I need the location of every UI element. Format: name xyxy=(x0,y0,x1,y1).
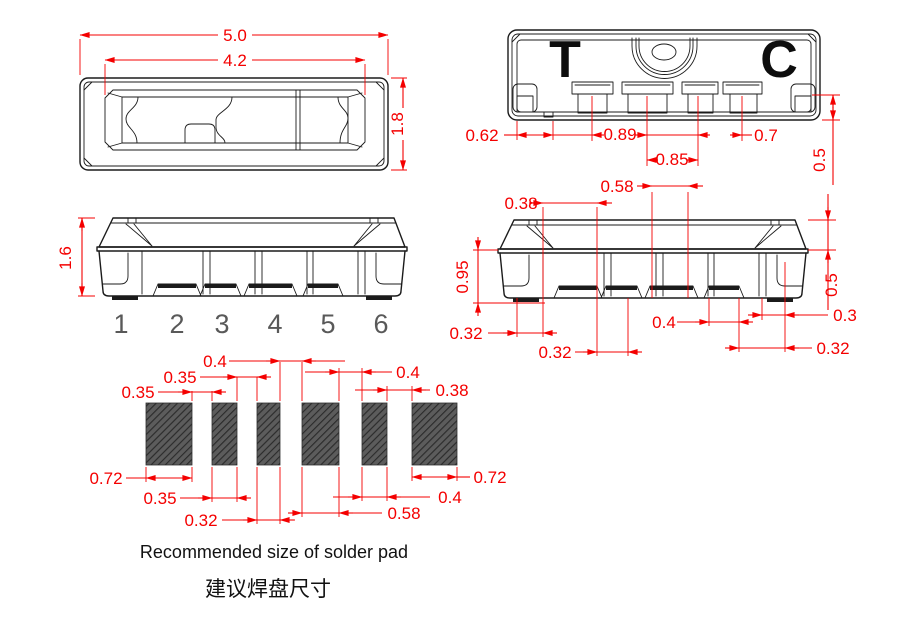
dim-gap-56: 0.38 xyxy=(355,381,469,400)
bottom-view-pads xyxy=(571,81,763,114)
dim-label-1-6: 1.6 xyxy=(56,246,75,270)
dim-front-height: 1.6 xyxy=(56,217,95,297)
caption-english: Recommended size of solder pad xyxy=(140,542,408,562)
dim-side-058: 0.58 xyxy=(600,177,703,196)
dim-label-0-85: 0.85 xyxy=(655,150,688,169)
dim-bottom-pitch-07: 0.7 xyxy=(697,126,778,145)
dim-label-0-38: 0.38 xyxy=(504,194,537,213)
dim-label-0-89: 0.89 xyxy=(603,125,636,144)
dim-label-0-32-left: 0.32 xyxy=(449,324,482,343)
dim-pad4-width: 0.58 xyxy=(288,504,421,523)
dim-pad2-width: 0.35 xyxy=(143,489,251,508)
dim-label-0-95: 0.95 xyxy=(453,260,472,293)
dim-label-p3: 0.32 xyxy=(184,511,217,530)
bottom-view-outline xyxy=(507,29,821,121)
pin-number-4: 4 xyxy=(267,309,282,339)
dim-side-032-right: 0.32 xyxy=(725,339,850,358)
dim-gap-45: 0.4 xyxy=(305,363,420,382)
dim-side-04: 0.4 xyxy=(652,313,753,332)
pin-number-1: 1 xyxy=(113,309,128,339)
bottom-marking-view: T C 0.62 0.89 0.85 0.7 xyxy=(465,29,840,185)
dim-label-0-62: 0.62 xyxy=(465,126,498,145)
dim-label-gap23: 0.35 xyxy=(163,368,196,387)
dim-label-4-2: 4.2 xyxy=(223,51,247,70)
dim-label-0-32-right: 0.32 xyxy=(816,339,849,358)
dim-side-032-left: 0.32 xyxy=(449,324,557,343)
dim-top-inner-width: 4.2 xyxy=(104,51,366,95)
dim-label-0-58: 0.58 xyxy=(600,177,633,196)
dim-gap-23: 0.35 xyxy=(163,368,271,387)
solder-pad-layout: 0.4 0.35 0.35 0.4 0.38 xyxy=(89,352,506,601)
dim-bottom-pad-height: 0.5 xyxy=(810,94,840,185)
solder-pad-3 xyxy=(256,402,281,466)
dim-bottom-edge-offset: 0.62 xyxy=(465,96,743,166)
dim-bottom-pitch-085: 0.85 xyxy=(646,150,699,169)
dim-label-5-0: 5.0 xyxy=(223,26,247,45)
dim-label-gap56: 0.38 xyxy=(435,381,468,400)
pin-number-3: 3 xyxy=(214,309,229,339)
dim-label-1-8: 1.8 xyxy=(388,112,407,136)
dim-side-032-bottom: 0.32 xyxy=(538,343,642,362)
dim-label-0-7: 0.7 xyxy=(754,126,778,145)
dim-label-0-32-bottom: 0.32 xyxy=(538,343,571,362)
dim-top-outer-width: 5.0 xyxy=(79,26,389,75)
top-view-outline xyxy=(79,77,389,171)
solder-pad-2 xyxy=(211,402,238,466)
pin-number-5: 5 xyxy=(320,309,335,339)
dim-gap-34: 0.4 xyxy=(203,352,345,371)
pin-numbers: 1 2 3 4 5 6 xyxy=(113,309,388,339)
dim-gap-12: 0.35 xyxy=(121,383,226,402)
dim-label-0-5-side: 0.5 xyxy=(822,273,841,297)
dim-side-05: 0.5 xyxy=(808,194,841,310)
dim-label-p2: 0.35 xyxy=(143,489,176,508)
dim-label-gap12: 0.35 xyxy=(121,383,154,402)
dim-label-0-4-side: 0.4 xyxy=(652,313,676,332)
dim-pad6-width: 0.72 xyxy=(411,468,507,487)
dim-label-0-3: 0.3 xyxy=(833,306,857,325)
side-view: 0.58 0.38 0.95 0.5 0.3 xyxy=(449,177,856,362)
dim-side-03: 0.3 xyxy=(748,306,857,325)
caption-chinese: 建议焊盘尺寸 xyxy=(205,577,331,601)
dim-label-gap34: 0.4 xyxy=(203,352,227,371)
polarity-marking-T: T xyxy=(549,31,581,89)
dim-side-038: 0.38 xyxy=(504,194,612,213)
dim-label-p4: 0.58 xyxy=(387,504,420,523)
front-view: 1.6 1 2 3 4 5 6 xyxy=(56,217,408,339)
solder-pad-5 xyxy=(361,402,388,466)
pin-number-6: 6 xyxy=(373,309,388,339)
solder-pad-1 xyxy=(145,402,193,466)
dim-label-p1: 0.72 xyxy=(89,469,122,488)
top-view: 5.0 4.2 1.8 xyxy=(79,26,407,171)
dim-label-p6: 0.72 xyxy=(473,468,506,487)
dim-pad1-width: 0.72 xyxy=(89,469,193,488)
dim-bottom-pitch-089: 0.89 xyxy=(591,125,698,144)
dim-pad3-width: 0.32 xyxy=(184,511,295,530)
solder-pad-4 xyxy=(301,402,340,466)
solder-pad-6 xyxy=(411,402,458,466)
dim-pad5-width: 0.4 xyxy=(333,488,462,507)
dim-side-095: 0.95 xyxy=(453,237,545,316)
dim-label-0-5-bottom: 0.5 xyxy=(810,148,829,172)
dim-label-gap45: 0.4 xyxy=(396,363,420,382)
dim-top-height: 1.8 xyxy=(388,77,407,171)
polarity-marking-C: C xyxy=(760,31,798,89)
pin-number-2: 2 xyxy=(169,309,184,339)
dim-label-p5: 0.4 xyxy=(438,488,462,507)
